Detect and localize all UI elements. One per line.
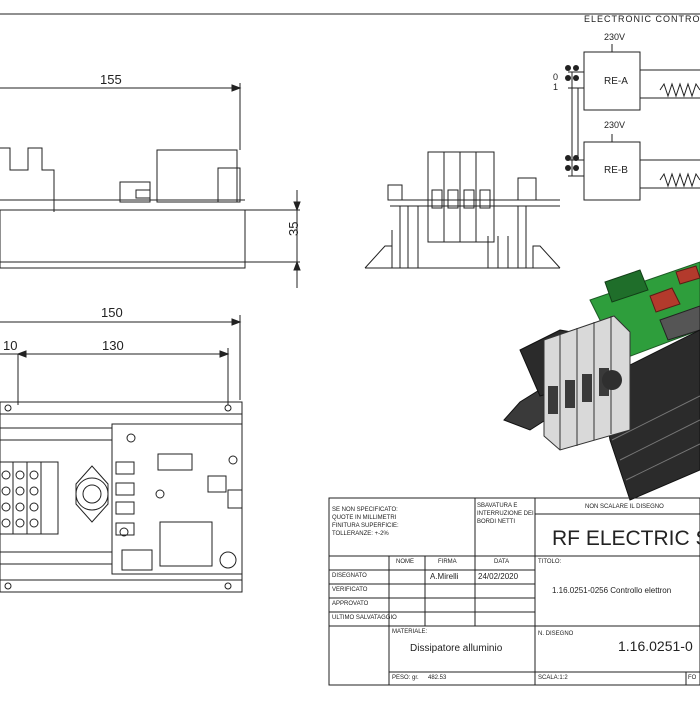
company-name: RF ELECTRIC S — [552, 527, 700, 550]
relay-a-label: RE-A — [604, 76, 628, 87]
edges-note-line: SBAVATURA E — [477, 503, 518, 509]
dimension-10: 10 — [3, 338, 17, 353]
edges-note-line: INTERRUZIONE DEI — [477, 511, 534, 517]
weight-label: PESO: gr. — [392, 675, 419, 681]
no-scale-note: NON SCALARE IL DISEGNO — [585, 504, 664, 510]
front-view — [364, 151, 561, 269]
weight-value: 482.53 — [428, 675, 447, 681]
edges-note-line: BORDI NETTI — [477, 519, 516, 525]
row-approved-label: APPROVATO — [332, 601, 369, 607]
dimension-130: 130 — [102, 338, 124, 353]
top-view — [0, 315, 243, 593]
note-line: SE NON SPECIFICATO: — [332, 507, 398, 513]
drawn-date-value: 24/02/2020 — [478, 572, 519, 581]
schematic-header: ELECTRONIC CONTRO — [584, 14, 700, 24]
sheet-label: FO — [688, 675, 697, 681]
edges-note: SBAVATURA E INTERRUZIONE DEI BORDI NETTI — [477, 502, 534, 526]
dimension-35: 35 — [286, 222, 301, 236]
pin-0-label: 0 — [553, 72, 558, 82]
note-line: QUOTE IN MILLIMETRI — [332, 515, 397, 521]
note-line: TOLLERANZE: +-2% — [332, 531, 389, 537]
material-label: MATERIALE: — [392, 629, 428, 635]
isometric-view — [503, 261, 700, 501]
relay-a-supply: 230V — [604, 32, 625, 42]
col-sign-header: FIRMA — [438, 559, 457, 565]
row-last-saved-label: ULTIMO SALVATAGGIO — [332, 615, 397, 621]
dimension-150: 150 — [101, 305, 123, 320]
row-checked-label: VERIFICATO — [332, 587, 368, 593]
drawing-number-label: N. DISEGNO — [538, 631, 574, 637]
relay-b-label: RE-B — [604, 165, 628, 176]
row-drawn-label: DISEGNATO — [332, 573, 367, 579]
schematic — [568, 44, 700, 201]
pin-1-label: 1 — [553, 82, 558, 92]
material-value: Dissipatore alluminio — [410, 643, 503, 654]
general-notes: SE NON SPECIFICATO: QUOTE IN MILLIMETRI … — [332, 506, 399, 538]
drawing-number-value: 1.16.0251-0 — [618, 638, 693, 654]
relay-b-supply: 230V — [604, 120, 625, 130]
scale-label: SCALA:1:2 — [538, 675, 568, 681]
note-line: FINITURA SUPERFICIE: — [332, 523, 399, 529]
title-value: 1.16.0251-0256 Controllo elettron — [552, 586, 672, 595]
title-block-grid — [328, 497, 700, 686]
col-name-header: NOME — [396, 559, 414, 565]
title-label: TITOLO: — [538, 559, 562, 565]
side-view — [0, 83, 301, 288]
col-date-header: DATA — [494, 559, 510, 565]
drawn-by-value: A.Mirelli — [430, 572, 459, 581]
dimension-155: 155 — [100, 72, 122, 87]
